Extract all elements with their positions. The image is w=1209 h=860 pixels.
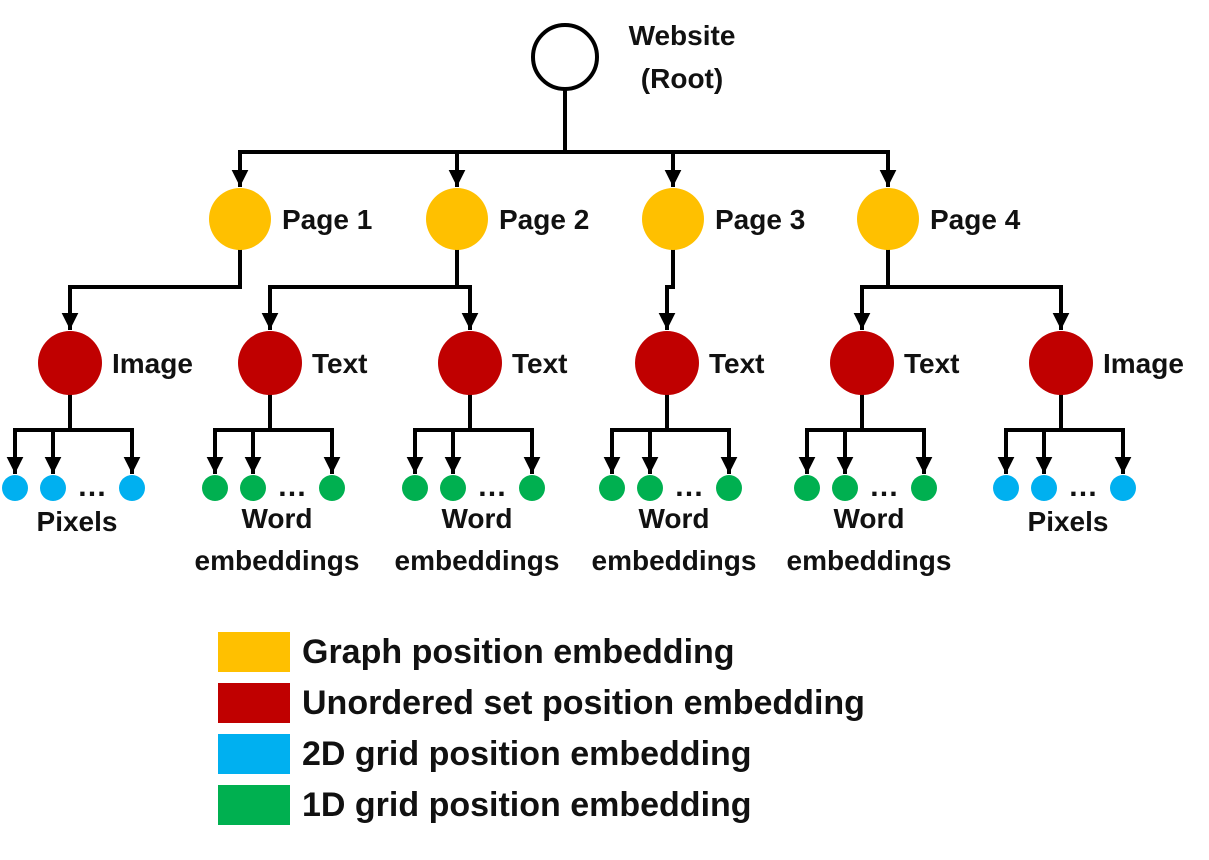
leaf-node-1-1-2: [40, 475, 66, 501]
leaf-caption-2-1-line2: embeddings: [195, 545, 360, 576]
page-node-2: [426, 188, 488, 250]
legend-swatch-grid1d: [218, 785, 290, 825]
leaf-node-2-2-3: [519, 475, 545, 501]
leaf-caption-3-1-line2: embeddings: [592, 545, 757, 576]
leaf-node-2-1-3: [319, 475, 345, 501]
element-node-4-1: [830, 331, 894, 395]
page-node-3: [642, 188, 704, 250]
leaf-node-4-1-3: [911, 475, 937, 501]
root-node: [531, 23, 599, 91]
element-node-1-1: [38, 331, 102, 395]
leaf-caption-3-1-line1: Word: [638, 503, 709, 534]
legend-swatch-page: [218, 632, 290, 672]
leaf-caption-2-1-line1: Word: [241, 503, 312, 534]
legend-label-grid1d: 1D grid position embedding: [302, 786, 752, 824]
leaf-caption-4-2-line1: Pixels: [1028, 506, 1109, 537]
legend-label-unordered: Unordered set position embedding: [302, 684, 865, 722]
page-node-1: [209, 188, 271, 250]
element-node-3-1: [635, 331, 699, 395]
leaf-node-2-2-2: [440, 475, 466, 501]
leaf-node-3-1-3: [716, 475, 742, 501]
element-label-2-2: Text: [512, 348, 568, 379]
page-node-4: [857, 188, 919, 250]
leaf-node-2-1-2: [240, 475, 266, 501]
leaf-caption-4-1-line2: embeddings: [787, 545, 952, 576]
legend-label-page: Graph position embedding: [302, 633, 735, 671]
element-label-3-1: Text: [709, 348, 765, 379]
element-node-2-2: [438, 331, 502, 395]
leaf-node-4-2-1: [993, 475, 1019, 501]
leaf-ellipsis-2-1: …: [277, 470, 307, 503]
leaf-node-3-1-1: [599, 475, 625, 501]
root-label-line1: Website: [629, 20, 736, 51]
page-label-4: Page 4: [930, 204, 1021, 235]
leaf-ellipsis-3-1: …: [674, 470, 704, 503]
leaf-node-2-1-1: [202, 475, 228, 501]
page-label-1: Page 1: [282, 204, 372, 235]
edges-layer: [6, 87, 1132, 474]
leaf-node-2-2-1: [402, 475, 428, 501]
leaf-ellipsis-4-1: …: [869, 470, 899, 503]
leaf-ellipsis-4-2: …: [1068, 470, 1098, 503]
nodes-layer: [2, 23, 1136, 501]
element-label-2-1: Text: [312, 348, 368, 379]
element-label-1-1: Image: [112, 348, 193, 379]
leaf-node-4-1-2: [832, 475, 858, 501]
leaf-caption-2-2-line1: Word: [441, 503, 512, 534]
page-label-3: Page 3: [715, 204, 805, 235]
leaf-ellipsis-2-2: …: [477, 470, 507, 503]
leaf-node-4-1-1: [794, 475, 820, 501]
legend-swatch-grid2d: [218, 734, 290, 774]
leaf-node-1-1-1: [2, 475, 28, 501]
leaf-node-1-1-3: [119, 475, 145, 501]
element-node-4-2: [1029, 331, 1093, 395]
page-label-2: Page 2: [499, 204, 589, 235]
legend-label-grid2d: 2D grid position embedding: [302, 735, 752, 773]
element-label-4-1: Text: [904, 348, 960, 379]
leaf-caption-1-1-line1: Pixels: [37, 506, 118, 537]
element-label-4-2: Image: [1103, 348, 1184, 379]
root-label-line2: (Root): [641, 63, 723, 94]
leaf-node-4-2-3: [1110, 475, 1136, 501]
leaf-caption-4-1-line1: Word: [833, 503, 904, 534]
leaf-node-3-1-2: [637, 475, 663, 501]
leaf-ellipsis-1-1: …: [77, 470, 107, 503]
element-node-2-1: [238, 331, 302, 395]
legend-swatch-unordered: [218, 683, 290, 723]
leaf-node-4-2-2: [1031, 475, 1057, 501]
leaf-caption-2-2-line2: embeddings: [395, 545, 560, 576]
